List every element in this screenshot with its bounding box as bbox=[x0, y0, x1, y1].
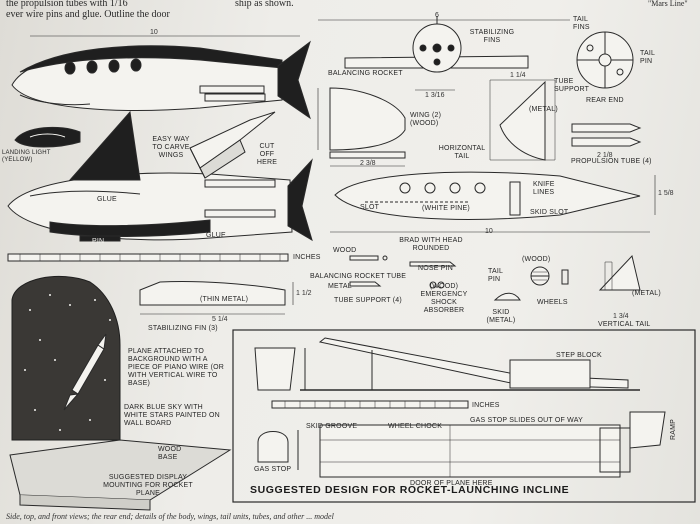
label-balancing-rocket-tube: BALANCING ROCKET TUBE bbox=[310, 273, 407, 280]
label-pin: PIN bbox=[92, 238, 105, 245]
rocket-front-view bbox=[318, 16, 570, 91]
rocket-body-detail bbox=[7, 110, 313, 242]
label-gas-stop-slides: GAS STOP SLIDES OUT OF WAY bbox=[470, 417, 583, 424]
stabilizing-fin bbox=[139, 280, 294, 315]
display-mounting bbox=[9, 276, 232, 511]
ruler-top bbox=[7, 253, 289, 262]
label-tail-pin: TAIL PIN bbox=[640, 50, 655, 65]
rocket-rear-view bbox=[576, 31, 634, 89]
label-glue-1: GLUE bbox=[97, 196, 117, 203]
label-metal-3: (METAL) bbox=[632, 290, 661, 297]
label-slot: SLOT bbox=[360, 204, 380, 211]
wing-views bbox=[317, 79, 556, 167]
label-skid-metal: SKID (METAL) bbox=[486, 309, 516, 324]
label-cut-off: CUT OFF HERE bbox=[256, 143, 278, 166]
rocket-top-view bbox=[330, 171, 656, 233]
label-easy-way: EASY WAY TO CARVE WINGS bbox=[152, 136, 190, 159]
label-vertical-tail: VERTICAL TAIL bbox=[598, 321, 651, 328]
dim-1-5-8: 1 5/8 bbox=[658, 190, 674, 197]
intro-line-3: ship as shown. bbox=[235, 0, 294, 9]
intro-line-2: ever wire pins and glue. Outline the doo… bbox=[6, 9, 170, 20]
label-landing-light: LANDING LIGHT (YELLOW) bbox=[2, 150, 51, 163]
dim-1-1-4: 1 1/4 bbox=[510, 72, 526, 79]
label-wood-2: (WOOD) bbox=[522, 256, 551, 263]
label-knife-lines: KNIFE LINES bbox=[533, 181, 555, 196]
label-brad: BRAD WITH HEAD ROUNDED bbox=[399, 237, 463, 252]
label-horizontal-tail: HORIZONTAL TAIL bbox=[438, 145, 486, 160]
label-metal-2: METAL bbox=[328, 283, 352, 290]
label-wing-wood: WING (2) (WOOD) bbox=[410, 112, 442, 127]
label-white-pine: (WHITE PINE) bbox=[422, 205, 470, 212]
label-gas-stop: GAS STOP bbox=[254, 466, 292, 473]
label-tube-support: TUBE SUPPORT bbox=[554, 78, 590, 93]
label-inches-2: INCHES bbox=[472, 402, 500, 409]
label-balancing-rocket: BALANCING ROCKET bbox=[328, 70, 403, 77]
label-wood-base: WOOD BASE bbox=[158, 446, 182, 461]
label-door-of-plane: DOOR OF PLANE HERE bbox=[410, 480, 493, 487]
label-tube-support-4: TUBE SUPPORT (4) bbox=[334, 297, 402, 304]
label-glue-2: GLUE bbox=[206, 232, 226, 239]
propulsion-tube bbox=[571, 123, 642, 147]
label-tail-fins: TAIL FINS bbox=[573, 16, 590, 31]
dim-2-1-8: 2 1/8 bbox=[597, 152, 613, 159]
landing-light-sketch bbox=[14, 126, 81, 148]
label-dark-blue: DARK BLUE SKY WITH WHITE STARS PAINTED O… bbox=[124, 404, 220, 427]
incline-title: SUGGESTED DESIGN FOR ROCKET-LAUNCHING IN… bbox=[250, 484, 570, 496]
label-stabilizing-fin: STABILIZING FIN (3) bbox=[148, 325, 218, 332]
dim-1-3-16: 1 3/16 bbox=[425, 92, 445, 99]
figure-caption: Side, top, and front views; the rear end… bbox=[6, 512, 334, 521]
label-wheel-chock: WHEEL CHOCK bbox=[388, 423, 443, 430]
label-suggested-display: SUGGESTED DISPLAY MOUNTING FOR ROCKET PL… bbox=[103, 474, 193, 497]
label-skid-slot: SKID SLOT bbox=[530, 209, 569, 216]
label-tail-pin-2: TAIL PIN bbox=[488, 268, 503, 283]
dim-1-1-2: 1 1/2 bbox=[296, 290, 312, 297]
dim-6: 6 bbox=[435, 12, 439, 19]
label-wheels: WHEELS bbox=[537, 299, 568, 306]
label-inches-1: INCHES bbox=[293, 254, 321, 261]
dim-10b: 10 bbox=[485, 228, 493, 235]
corner-text: "Mars Line" bbox=[648, 0, 688, 8]
label-step-block: STEP BLOCK bbox=[556, 352, 602, 359]
label-nose-pin: NOSE PIN bbox=[418, 265, 454, 272]
label-propulsion-tube: PROPULSION TUBE (4) bbox=[571, 158, 652, 165]
label-ramp: RAMP bbox=[670, 418, 677, 440]
dim-5-1-4: 5 1/4 bbox=[212, 316, 228, 323]
label-rear-end: REAR END bbox=[586, 97, 624, 104]
launching-incline-frame bbox=[232, 329, 696, 503]
rocket-side-view bbox=[11, 35, 311, 120]
wing-carving-block bbox=[189, 111, 276, 179]
dim-1-3-4: 1 3/4 bbox=[613, 313, 629, 320]
label-stabilizing-fins: STABILIZING FINS bbox=[469, 29, 515, 44]
dim-10: 10 bbox=[150, 29, 158, 36]
small-parts bbox=[349, 254, 641, 301]
label-wood-1: WOOD bbox=[333, 247, 357, 254]
dim-2-3-8: 2 3/8 bbox=[360, 160, 376, 167]
label-thin-metal: (THIN METAL) bbox=[200, 296, 249, 303]
label-skid-groove: SKID GROOVE bbox=[306, 423, 358, 430]
label-plane-attached: PLANE ATTACHED TO BACKGROUND WITH A PIEC… bbox=[128, 348, 224, 387]
label-emergency: (WOOD) EMERGENCY SHOCK ABSORBER bbox=[420, 283, 468, 314]
intro-line-1: the propulsion tubes with 1/16 bbox=[6, 0, 128, 9]
label-metal-1: (METAL) bbox=[529, 106, 558, 113]
